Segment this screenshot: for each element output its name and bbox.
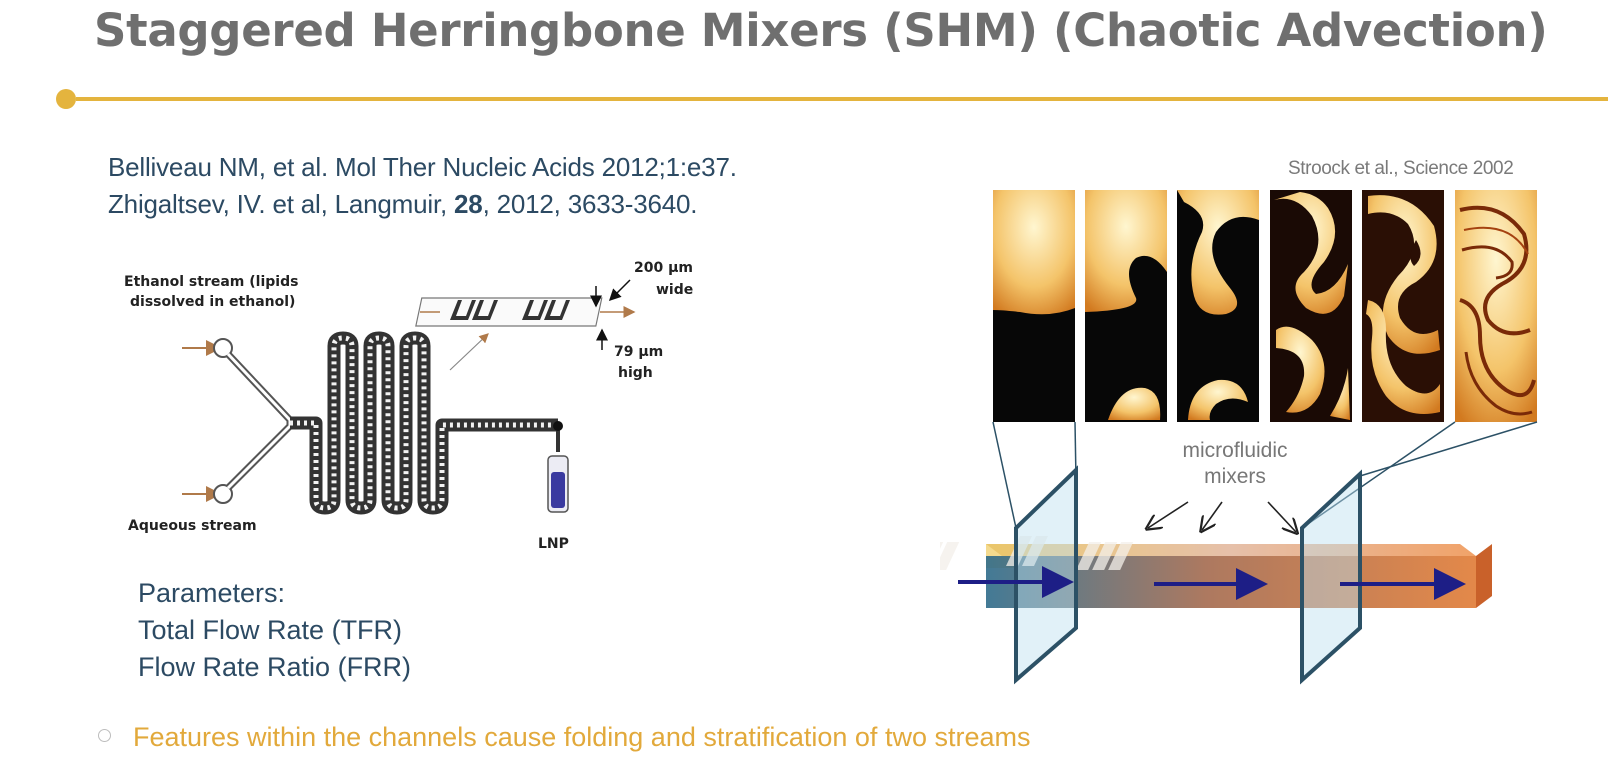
title-underline bbox=[76, 97, 1608, 101]
channel-height-value: 79 µm bbox=[614, 344, 663, 360]
microfluidic-mixers-label: microfluidic mixers bbox=[1182, 439, 1288, 488]
parameter-tfr: Total Flow Rate (TFR) bbox=[138, 615, 403, 645]
channel-zoom-inset bbox=[415, 297, 603, 327]
cross-section-3 bbox=[1177, 190, 1259, 422]
channel-width-value: 200 µm bbox=[634, 260, 693, 276]
figure-credit: Stroock et al., Science 2002 bbox=[1288, 158, 1514, 179]
cross-section-1 bbox=[993, 190, 1075, 422]
ethanol-stream-label-2: dissolved in ethanol) bbox=[130, 294, 295, 310]
mixer-pointer-2 bbox=[1202, 501, 1223, 530]
microfluidic-chip-diagram: Ethanol stream (lipids dissolved in etha… bbox=[124, 260, 693, 552]
parameter-frr: Flow Rate Ratio (FRR) bbox=[138, 652, 412, 682]
herringbone-grooves bbox=[450, 300, 570, 320]
chaotic-mixing-figure bbox=[940, 190, 1538, 685]
reference-belliveau: Belliveau NM, et al. Mol Ther Nucleic Ac… bbox=[108, 152, 737, 182]
serpentine-mixer-channel bbox=[290, 331, 558, 515]
channel-height-word: high bbox=[618, 365, 653, 381]
cross-section-6 bbox=[1455, 190, 1537, 422]
slide-title: Staggered Herringbone Mixers (SHM) (Chao… bbox=[94, 4, 1548, 57]
parameters-block: Parameters: Total Flow Rate (TFR) Flow R… bbox=[138, 575, 411, 686]
parameters-heading: Parameters: bbox=[138, 578, 286, 608]
herringbone-grooves-figure bbox=[940, 536, 1134, 570]
title-underline-dot bbox=[56, 89, 76, 109]
cross-section-plane-inlet bbox=[1014, 465, 1078, 685]
mixer-pointer-3 bbox=[1267, 501, 1296, 532]
ethanol-inlet-port bbox=[213, 338, 233, 358]
lnp-output-label: LNP bbox=[538, 536, 569, 552]
aqueous-inlet-port bbox=[213, 484, 233, 504]
bullet-marker-icon bbox=[98, 729, 111, 743]
bullet-text: Features within the channels cause foldi… bbox=[133, 722, 1031, 752]
mixer-pointer-1 bbox=[1148, 501, 1189, 528]
cross-section-2 bbox=[1085, 190, 1167, 422]
cross-section-plane-outlet bbox=[1300, 469, 1362, 685]
aqueous-stream-label: Aqueous stream bbox=[128, 518, 257, 534]
cross-section-5 bbox=[1362, 190, 1444, 422]
cross-section-4 bbox=[1270, 190, 1352, 422]
reference-zhigaltsev: Zhigaltsev, IV. et al, Langmuir, 28, 201… bbox=[108, 189, 698, 219]
channel-width-word: wide bbox=[656, 282, 693, 298]
bullet-point: Features within the channels cause foldi… bbox=[98, 722, 1030, 753]
ethanol-stream-label: Ethanol stream (lipids bbox=[124, 274, 298, 290]
outlet-port bbox=[553, 421, 563, 431]
